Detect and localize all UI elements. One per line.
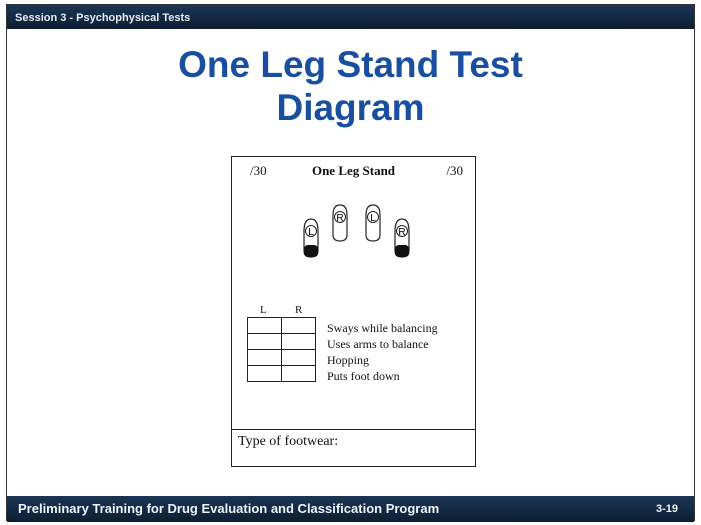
checkbox-cell[interactable] xyxy=(281,365,316,382)
svg-text:R: R xyxy=(398,227,405,238)
svg-text:L: L xyxy=(308,227,314,238)
checkbox-cell[interactable] xyxy=(281,317,316,334)
left-foot-raised-icon: L xyxy=(365,204,381,242)
footwear-field: Type of footwear: xyxy=(232,429,475,466)
svg-text:L: L xyxy=(370,213,376,224)
session-header-bar: Session 3 - Psychophysical Tests xyxy=(7,5,694,29)
clue-checkbox-grid xyxy=(247,317,316,382)
feet-diagram: L R L R xyxy=(303,204,410,258)
program-footer-bar: Preliminary Training for Drug Evaluation… xyxy=(7,496,694,522)
footwear-label: Type of footwear: xyxy=(238,434,339,449)
checkbox-cell[interactable] xyxy=(247,349,282,366)
slide-title-line-1: One Leg Stand Test xyxy=(178,44,523,85)
clue-item: Sways while balancing xyxy=(327,321,438,335)
clue-item: Hopping xyxy=(327,353,369,367)
checkbox-cell[interactable] xyxy=(247,365,282,382)
column-label-left: L xyxy=(260,304,267,316)
checkbox-cell[interactable] xyxy=(281,349,316,366)
score-right: /30 xyxy=(446,163,463,178)
slide-title: One Leg Stand Test Diagram xyxy=(0,43,701,129)
checkbox-cell[interactable] xyxy=(281,333,316,350)
slide-title-line-2: Diagram xyxy=(276,87,425,128)
checkbox-cell[interactable] xyxy=(247,317,282,334)
column-label-right: R xyxy=(295,304,303,316)
form-heading: One Leg Stand xyxy=(311,163,396,178)
left-foot-down-icon: L xyxy=(303,218,319,258)
clue-list: Sways while balancing Uses arms to balan… xyxy=(327,320,438,384)
slide-number: 3-19 xyxy=(655,503,678,515)
program-title: Preliminary Training for Drug Evaluation… xyxy=(18,501,440,516)
score-left: /30 xyxy=(250,163,267,178)
svg-text:R: R xyxy=(336,213,343,224)
session-label: Session 3 - Psychophysical Tests xyxy=(15,12,191,24)
one-leg-stand-form: /30 One Leg Stand /30 L R L R xyxy=(231,156,476,467)
checkbox-cell[interactable] xyxy=(247,333,282,350)
right-foot-raised-icon: R xyxy=(332,204,348,242)
clue-item: Puts foot down xyxy=(327,369,400,383)
clue-item: Uses arms to balance xyxy=(327,337,429,351)
right-foot-down-icon: R xyxy=(394,218,410,258)
